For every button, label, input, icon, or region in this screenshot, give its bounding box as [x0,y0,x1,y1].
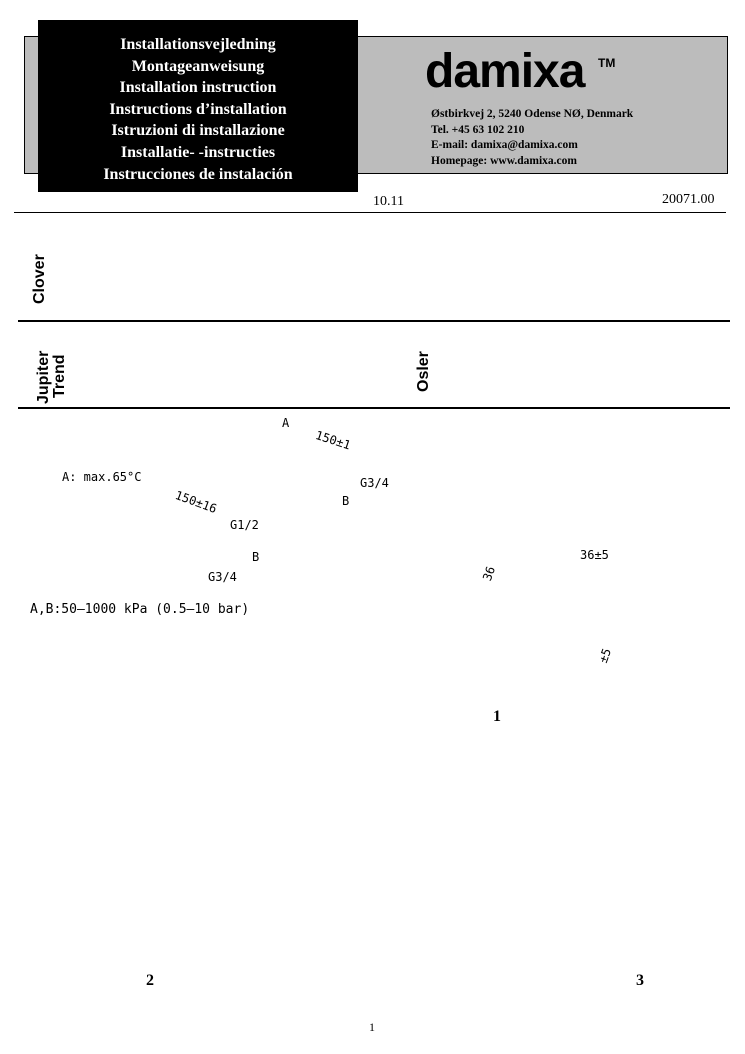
thermometer-cold-icon [262,547,277,588]
step-number-3: 3 [636,972,644,989]
osler-shower-faucet-drawing [611,329,714,398]
company-address: Østbirkvej 2, 5240 Odense NØ, Denmark Te… [431,107,633,169]
wall-connectors [414,591,561,683]
spec-36: 36 [480,564,499,583]
step1-faucet-drawing [366,648,451,710]
spec-centers-1: 150±16 [173,488,219,516]
step-number-2: 2 [146,972,154,989]
spec-depth: 36±5 [580,548,609,562]
up-arrow-icon-3 [560,819,572,840]
title-fr: Instructions d’installation [109,100,287,118]
thermometer-hot-icon-2 [44,716,296,759]
title-de: Montageanweisung [131,57,265,75]
title-da: Installationsvejledning [120,36,276,53]
header-rule [14,212,726,213]
address-homepage: Homepage: www.damixa.com [431,154,577,167]
title-nl: Installatie- -instructies [120,143,276,161]
hand-with-aerator-drawing [217,897,265,977]
spec-centers-2: 150±1 [313,428,353,453]
faucet-top-view-drawing [250,431,338,498]
clover-shower-faucet-2-drawing [543,237,646,306]
spec-label-b: B [252,550,260,564]
title-it: Istruzioni di installazione [111,122,285,140]
page-number: 1 [369,1020,375,1034]
clover-bath-faucet-drawing [105,235,222,309]
osler-bath-faucet-drawing [447,329,560,404]
faucet-side-view-drawing [110,493,219,574]
spec-thread-g34-a: G3/4 [208,570,237,584]
thermometer-hot-icon [35,453,52,496]
step3-faucet-drawing [538,844,657,1000]
spec-thread-g34-b: G3/4 [360,476,389,490]
step2-faucet-right-drawing [266,766,387,975]
hand-on-handle-drawing [511,846,587,883]
model-label-clover: Clover [31,254,48,304]
doc-code: 20071.00 [662,192,715,207]
step-number-1: 1 [493,708,501,725]
dimension-lines [99,429,373,574]
spec-thread-g12: G1/2 [230,518,259,532]
model-label-osler: Osler [415,351,432,392]
address-phone: Tel. +45 63 102 210 [431,123,525,136]
trademark: TM [598,56,616,70]
connector-circle-detail [465,565,527,627]
spec-pressure: A,B:50–1000 kPa (0.5–10 bar) [30,602,250,617]
jupiter-shower-faucet-drawing [241,334,347,400]
title-es: Instrucciones de instalación [103,165,293,183]
up-arrow-icon-1 [96,877,108,900]
spec-max-temp: A: max.65°C [62,470,142,484]
address-email: E-mail: damixa@damixa.com [431,139,578,151]
up-arrow-icon-2 [322,859,334,882]
title-box: Installationsvejledning Montageanweisung… [38,20,358,192]
model-label-jupiter: Jupiter [35,350,52,404]
spec-label-a: A [282,416,290,430]
shower-handset-drawing [610,775,692,968]
address-street: Østbirkvej 2, 5240 Odense NØ, Denmark [431,108,634,120]
wall-section-detail [577,424,677,576]
row-divider-2 [18,407,730,409]
model-label-trend: Trend [51,354,68,398]
title-en: Installation instruction [119,79,277,97]
clover-shower-faucet-1-drawing [331,237,434,306]
spec-label-b2: B [342,494,350,508]
doc-date: 10.11 [373,194,404,209]
spec-plusminus-5: ±5 [596,646,615,665]
brand-logo: damixa [425,45,585,98]
row-divider-1 [18,320,730,322]
jupiter-bath-faucet-drawing [85,329,192,404]
thermometer-cold-icon-2 [152,777,409,822]
step2-faucet-left-drawing [40,766,147,970]
